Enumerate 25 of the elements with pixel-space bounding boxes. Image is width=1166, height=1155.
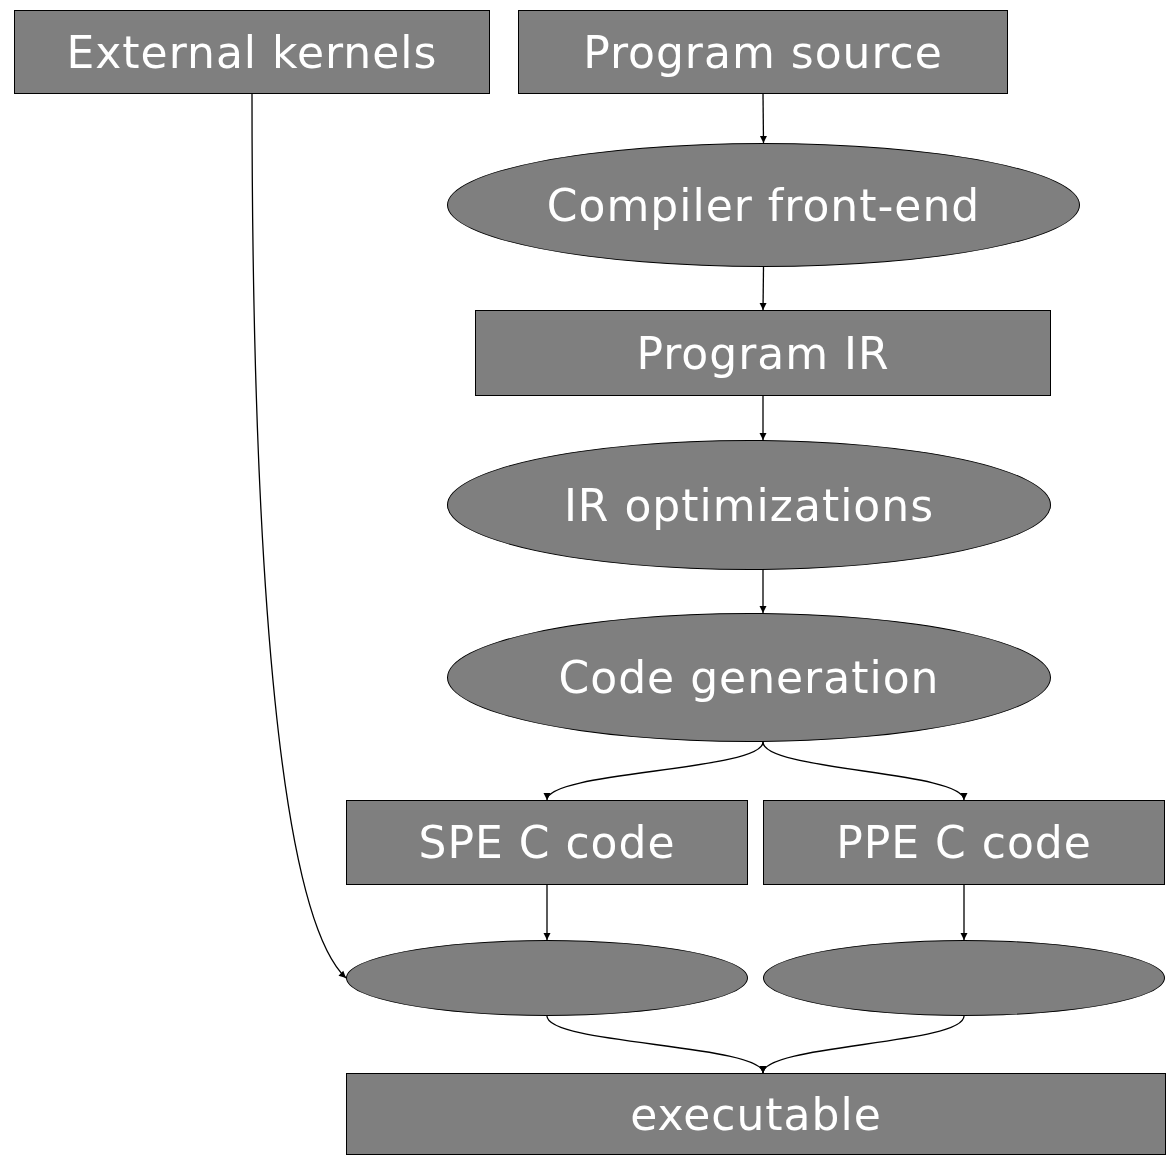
arrow [762,741,965,801]
node-label: executable [630,1088,882,1140]
node-label: PPE C code [836,817,1092,868]
arrow [759,93,767,144]
arrow [759,569,767,614]
arrow [251,93,347,979]
node-label: Program IR [636,327,890,379]
process-box [346,1073,1166,1155]
process-box [518,10,1008,94]
arrow [543,884,551,941]
arrow [759,266,767,311]
node-label: Code generation [558,652,940,703]
process-box [346,800,748,885]
process-box [14,10,490,94]
arrow [762,1015,965,1074]
arrow [960,884,968,941]
node-label: External kernels [66,26,438,78]
process-box [475,310,1051,396]
node-label: IR optimizations [563,479,935,531]
node-label: Program source [583,26,943,78]
arrow [546,741,764,801]
process-box [763,800,1165,885]
node-label: Compiler front-end [546,179,981,231]
arrow [759,395,767,441]
node-label: SPE C code [418,817,676,868]
